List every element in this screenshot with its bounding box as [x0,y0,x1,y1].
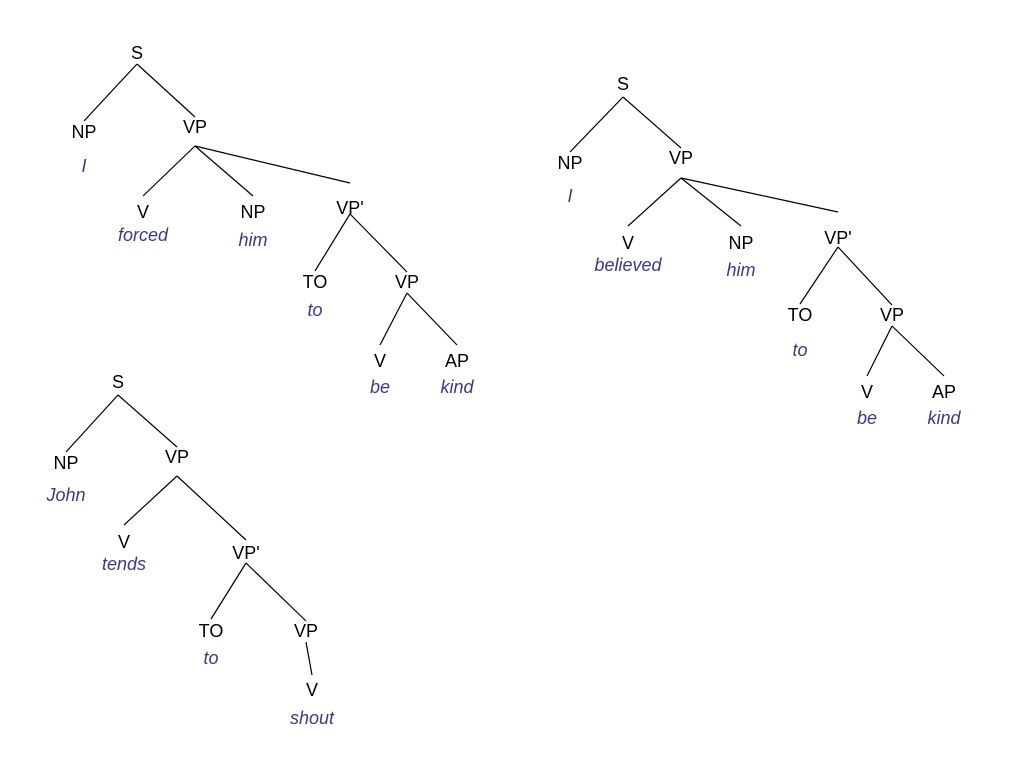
tree-edge-tends-s-vp [117,394,178,448]
tree-edge-tends-vp-v [123,475,178,526]
tree-edge-forced-vp-np2 [194,145,254,197]
word-forced-forced: forced [118,225,169,245]
tree-edge-forced-s-vp [136,63,196,118]
tree-edge-believed-s-vp [622,96,682,149]
word-tends-to: to [203,648,218,668]
node-label-believed-s: S [617,74,629,94]
tree-edge-tends-vpbar-vp2 [245,562,307,622]
word-forced-i: I [81,156,86,176]
node-label-believed-np: NP [557,153,582,173]
edges-layer [65,63,945,676]
node-label-believed-vpbar: VP' [824,228,851,248]
tree-edge-tends-vp-vpbar [176,475,247,541]
word-forced-be: be [370,377,390,397]
word-believed-kind: kind [927,408,961,428]
node-label-tends-to: TO [199,621,224,641]
node-label-tends-v2: V [306,680,318,700]
word-believed-believed: believed [594,255,662,275]
tree-edge-believed-s-np [569,96,624,153]
node-label-believed-v: V [622,233,634,253]
tree-edge-forced-vp-vpbar [194,145,351,184]
node-label-believed-np2: NP [728,233,753,253]
labels-layer: SNPIVPVforcedNPhimVP'TOtoVPVbeAPkindSNPI… [45,43,961,728]
node-label-forced-np: NP [71,122,96,142]
node-label-forced-v2: V [374,351,386,371]
word-tends-john: John [45,485,85,505]
word-tends-tends: tends [102,554,146,574]
node-label-believed-vp2: VP [880,305,904,325]
tree-edge-believed-vp2-v2 [866,325,893,377]
tree-edge-forced-vp-v [142,145,196,197]
node-label-forced-s: S [131,43,143,63]
tree-edge-believed-vp-v [627,177,682,227]
tree-edge-believed-vpbar-vp2 [837,246,893,306]
node-label-believed-ap: AP [932,382,956,402]
tree-edge-tends-vp2-v2 [305,641,313,676]
tree-edge-believed-vp-vpbar [680,177,839,213]
tree-edge-tends-vpbar-to [210,562,247,620]
word-believed-to: to [792,340,807,360]
tree-edge-believed-vpbar-to [799,246,839,305]
node-label-tends-vpbar: VP' [232,543,259,563]
tree-edge-forced-vpbar-vp2 [349,213,408,273]
node-label-tends-np: NP [53,453,78,473]
node-label-forced-to: TO [303,272,328,292]
tree-edge-forced-vpbar-to [314,213,351,272]
tree-edge-forced-vp2-v2 [379,292,408,346]
word-tends-shout: shout [290,708,335,728]
word-forced-him: him [238,230,267,250]
node-label-forced-vp: VP [183,117,207,137]
word-believed-him: him [726,260,755,280]
tree-edge-believed-vp2-ap [891,325,945,377]
node-label-believed-vp: VP [669,148,693,168]
node-label-forced-ap: AP [445,351,469,371]
node-label-forced-v: V [137,202,149,222]
node-label-forced-np2: NP [240,202,265,222]
node-label-believed-v2: V [861,382,873,402]
node-label-tends-s: S [112,372,124,392]
tree-edge-forced-s-np [83,63,138,122]
node-label-forced-vp2: VP [395,272,419,292]
word-believed-i: I [567,186,572,206]
node-label-tends-vp: VP [165,447,189,467]
word-forced-to: to [307,300,322,320]
tree-edge-forced-vp2-ap [406,292,458,346]
node-label-believed-to: TO [788,305,813,325]
node-label-tends-vp2: VP [294,621,318,641]
node-label-tends-v: V [118,532,130,552]
word-believed-be: be [857,408,877,428]
node-label-forced-vpbar: VP' [336,198,363,218]
word-forced-kind: kind [440,377,474,397]
tree-edge-tends-s-np [65,394,119,453]
tree-edge-believed-vp-np2 [680,177,742,227]
